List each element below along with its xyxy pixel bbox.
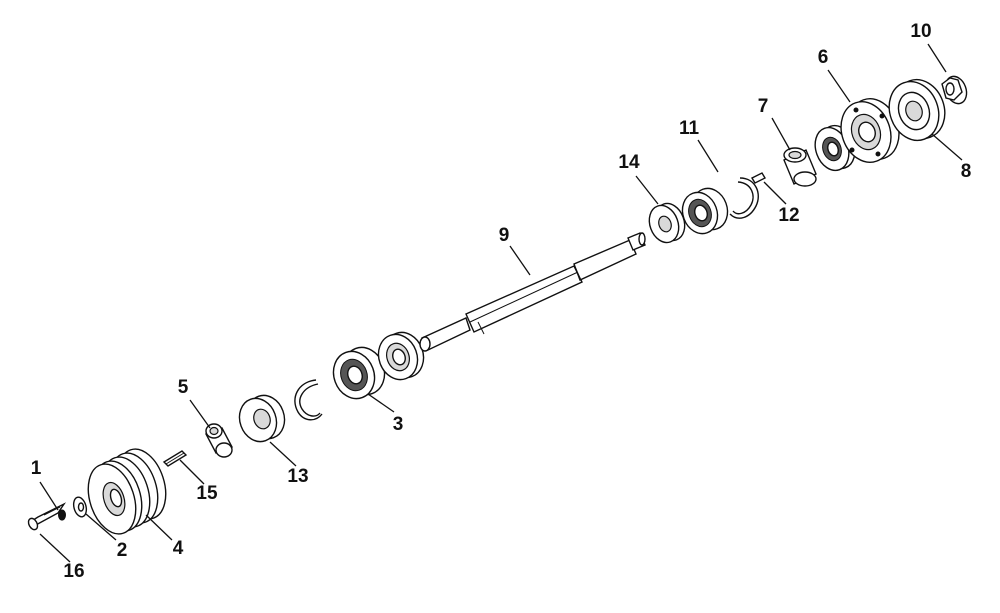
part-13-spacer — [238, 394, 286, 443]
part-15-key — [162, 450, 188, 467]
callout-14: 14 — [618, 152, 640, 173]
callout-3: 3 — [393, 414, 404, 435]
callout-labels: 1 2 3 4 5 6 7 8 9 10 11 12 13 14 15 16 — [31, 21, 972, 582]
part-10-nut — [941, 75, 968, 105]
callout-1: 1 — [31, 458, 42, 479]
part-6-flange-housing — [840, 98, 900, 163]
snap-ring-left — [294, 379, 323, 421]
callout-8: 8 — [961, 161, 972, 182]
part-12-key — [751, 172, 766, 184]
part-3-bearing — [332, 346, 386, 400]
callout-9: 9 — [499, 225, 510, 246]
callout-13: 13 — [287, 466, 308, 487]
bearing-retainer-left — [377, 331, 425, 381]
part-7-bushing — [783, 147, 817, 187]
callout-12: 12 — [778, 205, 799, 226]
callout-6: 6 — [818, 47, 829, 68]
part-5-bushing — [205, 423, 233, 458]
part-2-flat-washer — [72, 496, 88, 518]
callout-7: 7 — [758, 96, 769, 117]
part-14-spacer — [648, 202, 686, 244]
leader-lines — [39, 43, 963, 563]
callout-2: 2 — [117, 540, 128, 561]
callout-16: 16 — [63, 561, 84, 582]
snap-ring-right — [729, 177, 759, 219]
part-1-lock-washer — [58, 509, 66, 521]
callout-15: 15 — [196, 483, 218, 504]
callout-4: 4 — [173, 538, 184, 559]
part-8-end-cap — [888, 78, 946, 142]
callout-11: 11 — [679, 118, 700, 139]
part-4-pulley — [87, 448, 167, 535]
callout-10: 10 — [910, 21, 931, 42]
callout-5: 5 — [178, 377, 189, 398]
part-9-shaft — [419, 232, 646, 352]
part-16-bolt — [27, 502, 67, 531]
part-11-bearing — [681, 187, 729, 235]
